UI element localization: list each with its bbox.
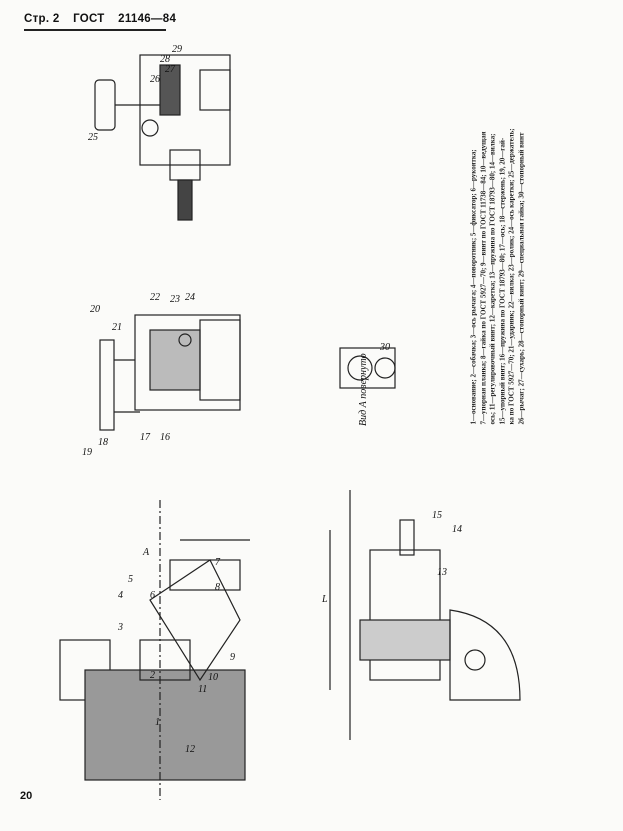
callout-13: 13	[437, 567, 447, 578]
callout-24: 24	[185, 292, 195, 303]
callout-12: 12	[185, 744, 195, 755]
callout-14: 14	[452, 524, 462, 535]
page-label: Стр. 2	[24, 13, 60, 25]
callout-20: 20	[90, 304, 100, 315]
callout-8: 8	[215, 582, 220, 593]
callout-6: 6	[150, 590, 155, 601]
callout-26: 26	[150, 74, 160, 85]
callout-16: 16	[160, 432, 170, 443]
callout-5: 5	[128, 574, 133, 585]
callout-3: 3	[117, 622, 123, 633]
callout-27: 27	[165, 64, 176, 75]
callout-29: 29	[172, 44, 182, 55]
callout-21: 21	[112, 322, 122, 333]
callout-1: 1	[155, 717, 160, 728]
standard-number: 21146—84	[118, 13, 177, 25]
drawing-middle	[99, 314, 396, 431]
page-number: 20	[20, 790, 33, 802]
callout-15: 15	[432, 510, 442, 521]
callout-28: 28	[160, 54, 170, 65]
callout-2: 2	[150, 670, 155, 681]
callout-22: 22	[150, 292, 160, 303]
view-label: Вид А повернуто	[358, 353, 369, 426]
page-header: Стр. 2 ГОСТ 21146—84	[24, 13, 186, 25]
callout-4: 4	[118, 590, 123, 601]
callout-23: 23	[170, 294, 180, 305]
callout-25: 25	[88, 132, 98, 143]
callout-18: 18	[98, 437, 108, 448]
standard-label: ГОСТ	[73, 13, 105, 25]
drawing-top	[94, 54, 231, 221]
callout-10: 10	[208, 672, 218, 683]
callout-9: 9	[230, 652, 235, 663]
callout-30: 30	[379, 342, 390, 353]
callout-19: 19	[82, 447, 92, 458]
header-rule	[24, 29, 166, 31]
drawing-bottom-right	[329, 490, 521, 740]
dimension-l: L	[321, 594, 328, 605]
callout-17: 17	[140, 432, 151, 443]
view-arrow-a: А	[142, 547, 150, 558]
callout-11: 11	[198, 684, 207, 695]
drawing-bottom-left	[59, 500, 250, 800]
callout-7: 7	[215, 557, 221, 568]
